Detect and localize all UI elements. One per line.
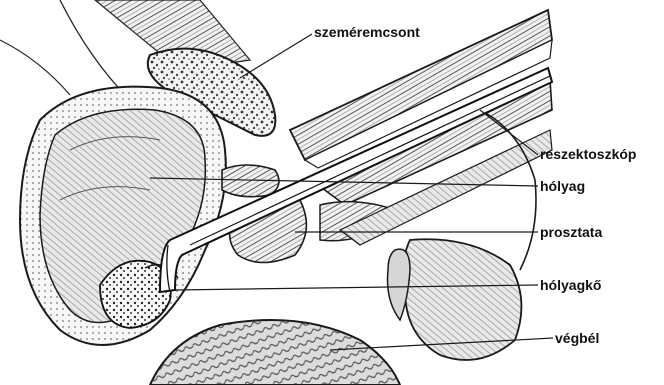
- label-resectoscope: reszektoszkóp: [540, 146, 636, 162]
- label-bladder-stone: hólyagkő: [540, 277, 601, 293]
- label-bladder: hólyag: [540, 178, 585, 194]
- label-prostate: prosztata: [540, 224, 602, 240]
- label-pubic-bone: szeméremcsont: [314, 24, 420, 40]
- label-rectum: végbél: [555, 330, 599, 346]
